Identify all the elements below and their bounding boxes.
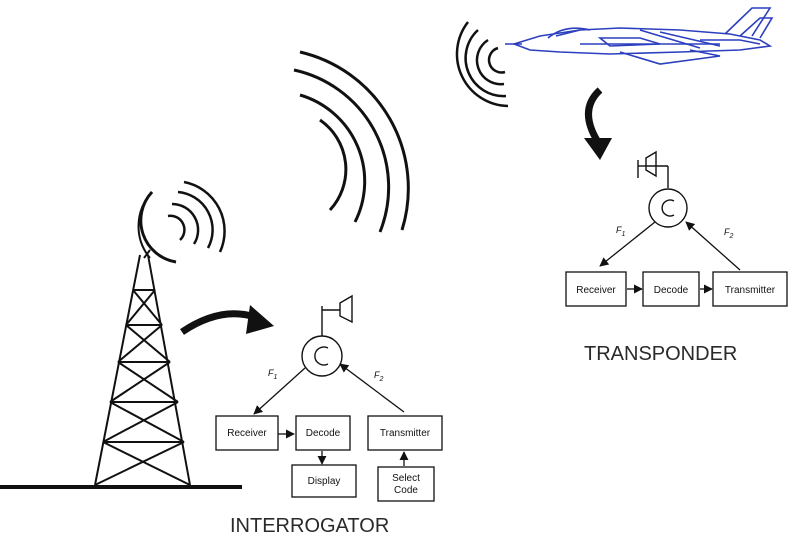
interrogator-select-code-box	[377, 466, 435, 502]
interrogator-display-label: Display	[308, 476, 341, 487]
transponder-f2-label: F2	[724, 227, 734, 240]
interrogator-receiver-label: Receiver	[227, 428, 267, 439]
interrogator-transmitter-label: Transmitter	[380, 428, 431, 439]
interrogator-transmitter-box	[367, 415, 443, 451]
transponder-f1-label: F1	[616, 225, 626, 238]
transponder-transmitter-label: Transmitter	[725, 285, 776, 296]
interrogator-block: Receiver Decode Transmitter Display Sele…	[215, 294, 443, 537]
interrogator-decode-box	[295, 415, 351, 451]
interrogator-f2-label: F2	[374, 370, 384, 383]
transponder-receiver-box	[565, 271, 627, 307]
antenna-icon	[637, 150, 669, 188]
transponder-transmitter-box	[712, 271, 788, 307]
interrogator-display-box	[291, 464, 357, 498]
transponder-caption: TRANSPONDER	[584, 343, 737, 365]
transponder-block: Receiver Decode Transmitter F1 F2 TRANSP…	[565, 150, 788, 365]
radio-waves-icon	[167, 21, 509, 253]
transponder-decode-label: Decode	[654, 285, 689, 296]
circulator-icon	[648, 188, 688, 228]
transponder-receiver-label: Receiver	[576, 285, 616, 296]
interrogator-f1-label: F1	[268, 368, 278, 381]
transponder-decode-box	[642, 271, 700, 307]
interrogator-caption: INTERROGATOR	[230, 515, 389, 537]
fighter-jet-icon	[505, 7, 774, 65]
radar-tower-icon	[94, 190, 191, 486]
circulator-icon	[301, 335, 343, 377]
interrogator-receiver-box	[215, 415, 279, 451]
curved-arrow-icon	[584, 87, 612, 160]
interrogator-decode-label: Decode	[306, 428, 341, 439]
antenna-icon	[321, 294, 353, 336]
curved-arrow-icon	[180, 305, 274, 335]
